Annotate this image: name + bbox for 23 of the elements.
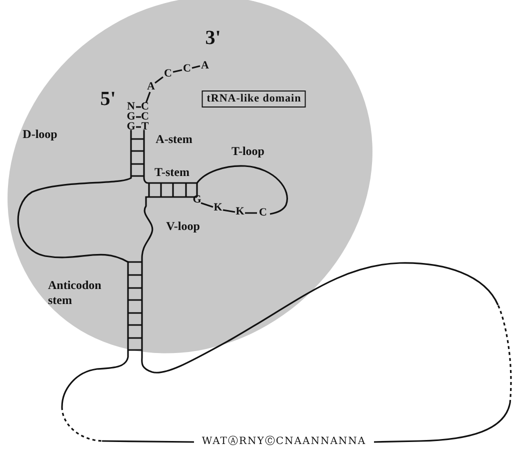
nucleotide-letter: K bbox=[236, 206, 244, 218]
region-label: T-loop bbox=[232, 145, 264, 157]
domain-label-box: tRNA-like domain bbox=[202, 90, 306, 108]
nucleotide-letter: A bbox=[201, 60, 209, 72]
nucleotide-letter: C bbox=[141, 102, 149, 112]
nucleotide-letter: G bbox=[126, 112, 136, 122]
nucleotide-letter: T bbox=[141, 122, 149, 132]
nucleotide-letter: K bbox=[214, 202, 222, 214]
region-label: T-stem bbox=[154, 166, 190, 178]
region-label: Anticodon stem bbox=[48, 278, 102, 308]
region-label: V-loop bbox=[166, 220, 200, 232]
nucleotide-letter: N bbox=[127, 102, 135, 112]
nucleotide-letter: C bbox=[164, 68, 172, 80]
nucleotide-letter: G bbox=[126, 122, 136, 132]
prime-label: 5' bbox=[100, 89, 116, 109]
region-label: D-loop bbox=[22, 128, 58, 140]
region-label: A-stem bbox=[156, 133, 192, 145]
nucleotide-letter: C bbox=[183, 64, 191, 74]
prime-label: 3' bbox=[205, 28, 221, 48]
sequence-label: WATⒶRNYⒸCNAANNANNA bbox=[202, 437, 366, 447]
nucleotide-letter: C bbox=[259, 208, 267, 218]
nucleotide-letter: C bbox=[141, 112, 149, 122]
nucleotide-letter: A bbox=[147, 82, 155, 92]
